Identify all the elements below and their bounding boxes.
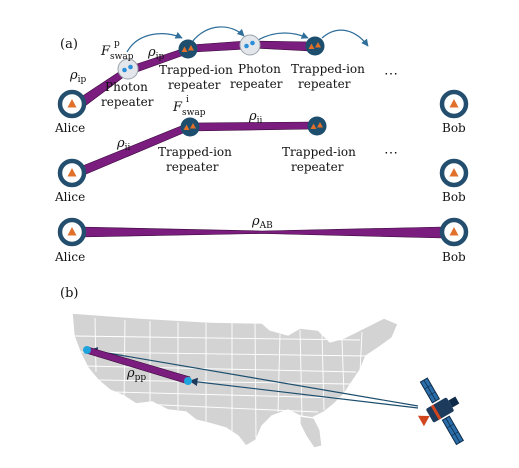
trapped-ion-label-2-line2: repeater — [298, 77, 351, 91]
alice-node-row1 — [57, 89, 87, 119]
fswap-photon-label: Fswap — [100, 44, 134, 62]
fswap-photon-sup: p — [114, 39, 120, 49]
alice-node-row3 — [57, 217, 87, 247]
satellite-links — [89, 347, 419, 409]
photon-repeater-label-1-line1: Photon — [105, 80, 148, 94]
rho-ip-label-1: ρip — [69, 68, 87, 85]
photon-repeater-label-2-line1: Photon — [238, 62, 281, 76]
trapped-ion-node-2 — [305, 36, 325, 56]
trapped-ion-label-1-line1: Trapped-ion — [159, 63, 233, 77]
rho-ab-label: ρAB — [251, 214, 273, 231]
trapped-ion-node-3 — [180, 117, 200, 137]
bob-label-row1: Bob — [442, 121, 466, 135]
trapped-ion-label-3-line2: repeater — [166, 160, 219, 174]
row1-continuation-dots: ⋯ — [384, 66, 398, 82]
alice-label-row1: Alice — [54, 121, 85, 135]
bob-label-row2: Bob — [442, 190, 466, 204]
ground-station-east — [184, 377, 192, 385]
satellite-icon — [417, 377, 465, 446]
trapped-ion-label-4-line2: repeater — [291, 160, 344, 174]
usa-map — [71, 312, 399, 449]
bob-node-row1 — [439, 89, 469, 119]
fswap-ion-sup: i — [186, 95, 189, 105]
trapped-ion-node-4 — [307, 116, 327, 136]
row1-links — [74, 40, 314, 110]
trapped-ion-label-4-line1: Trapped-ion — [282, 145, 356, 159]
bob-label-row3: Bob — [442, 250, 466, 264]
row1-arrows — [126, 26, 369, 53]
bob-node-row3 — [439, 217, 469, 247]
photon-repeater-node-2 — [239, 34, 261, 56]
panel-a-label: (a) — [60, 37, 78, 52]
trapped-ion-label-3-line1: Trapped-ion — [158, 145, 232, 159]
rho-ii-label-2: ρii — [248, 109, 263, 126]
rho-ii-label-1: ρii — [116, 136, 131, 153]
alice-node-row2 — [57, 158, 87, 188]
panel-b-label: (b) — [60, 286, 78, 301]
photon-repeater-label-2-line2: repeater — [230, 77, 283, 91]
photon-repeater-label-1-line2: repeater — [101, 95, 154, 109]
fswap-ion-label: Fswap — [172, 100, 206, 118]
row2-continuation-dots: ⋯ — [384, 145, 398, 161]
alice-label-row3: Alice — [54, 250, 85, 264]
alice-label-row2: Alice — [54, 190, 85, 204]
rho-ip-label-2: ρip — [147, 45, 165, 62]
trapped-ion-label-1-line2: repeater — [168, 78, 221, 92]
ground-station-west — [83, 346, 91, 354]
trapped-ion-label-2-line1: Trapped-ion — [291, 62, 365, 76]
trapped-ion-node-1 — [178, 39, 198, 59]
rho-pp-label: ρpp — [126, 366, 146, 383]
bob-node-row2 — [439, 158, 469, 188]
photon-repeater-node-1 — [117, 58, 139, 80]
